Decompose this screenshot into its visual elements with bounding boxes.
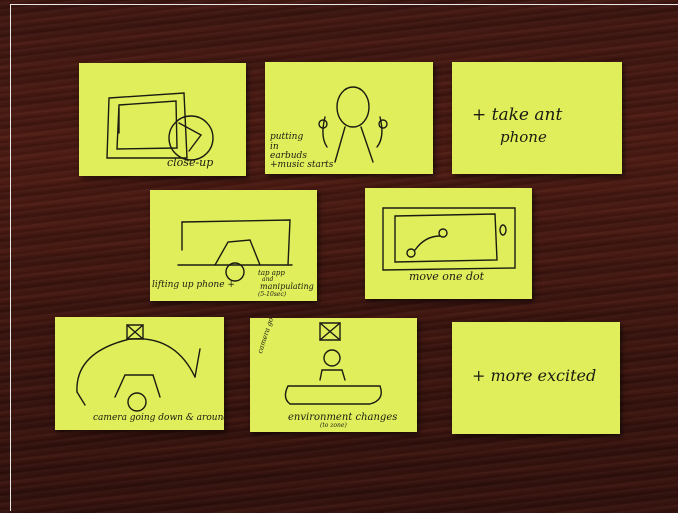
sticky-note-more-excited: + more excited <box>452 322 620 434</box>
sticky-note-camera-down: camera going down & around <box>55 317 224 430</box>
caption-more-excited: + more excited <box>472 366 596 385</box>
caption-duration: (5-10sec) <box>258 291 286 298</box>
caption-line-1: putting <box>270 132 303 142</box>
caption-move-dot: move one dot <box>409 270 484 283</box>
sticky-note-close-up: close-up <box>79 63 246 176</box>
caption-line-1: + take ant <box>472 105 562 125</box>
caption-lifting: lifting up phone + <box>152 280 235 290</box>
sticky-note-environment: camera goes up & around environment chan… <box>250 318 417 432</box>
caption-camera-down: camera going down & around <box>93 413 224 423</box>
caption-manipulating: manipulating <box>260 282 314 291</box>
caption-close-up: close-up <box>167 156 213 169</box>
caption-line-4: +music starts <box>270 160 333 170</box>
sticky-note-earbuds: putting in earbuds +music starts <box>265 62 433 174</box>
sticky-note-lifting-phone: lifting up phone + tap app and manipulat… <box>150 190 317 301</box>
sticky-note-take-out-phone: + take ant phone <box>452 62 622 174</box>
sketch-close-up <box>79 63 246 176</box>
sticky-note-move-dot: move one dot <box>365 188 532 299</box>
caption-line-2: phone <box>500 128 547 146</box>
caption-to-zone: (to zone) <box>320 422 347 429</box>
